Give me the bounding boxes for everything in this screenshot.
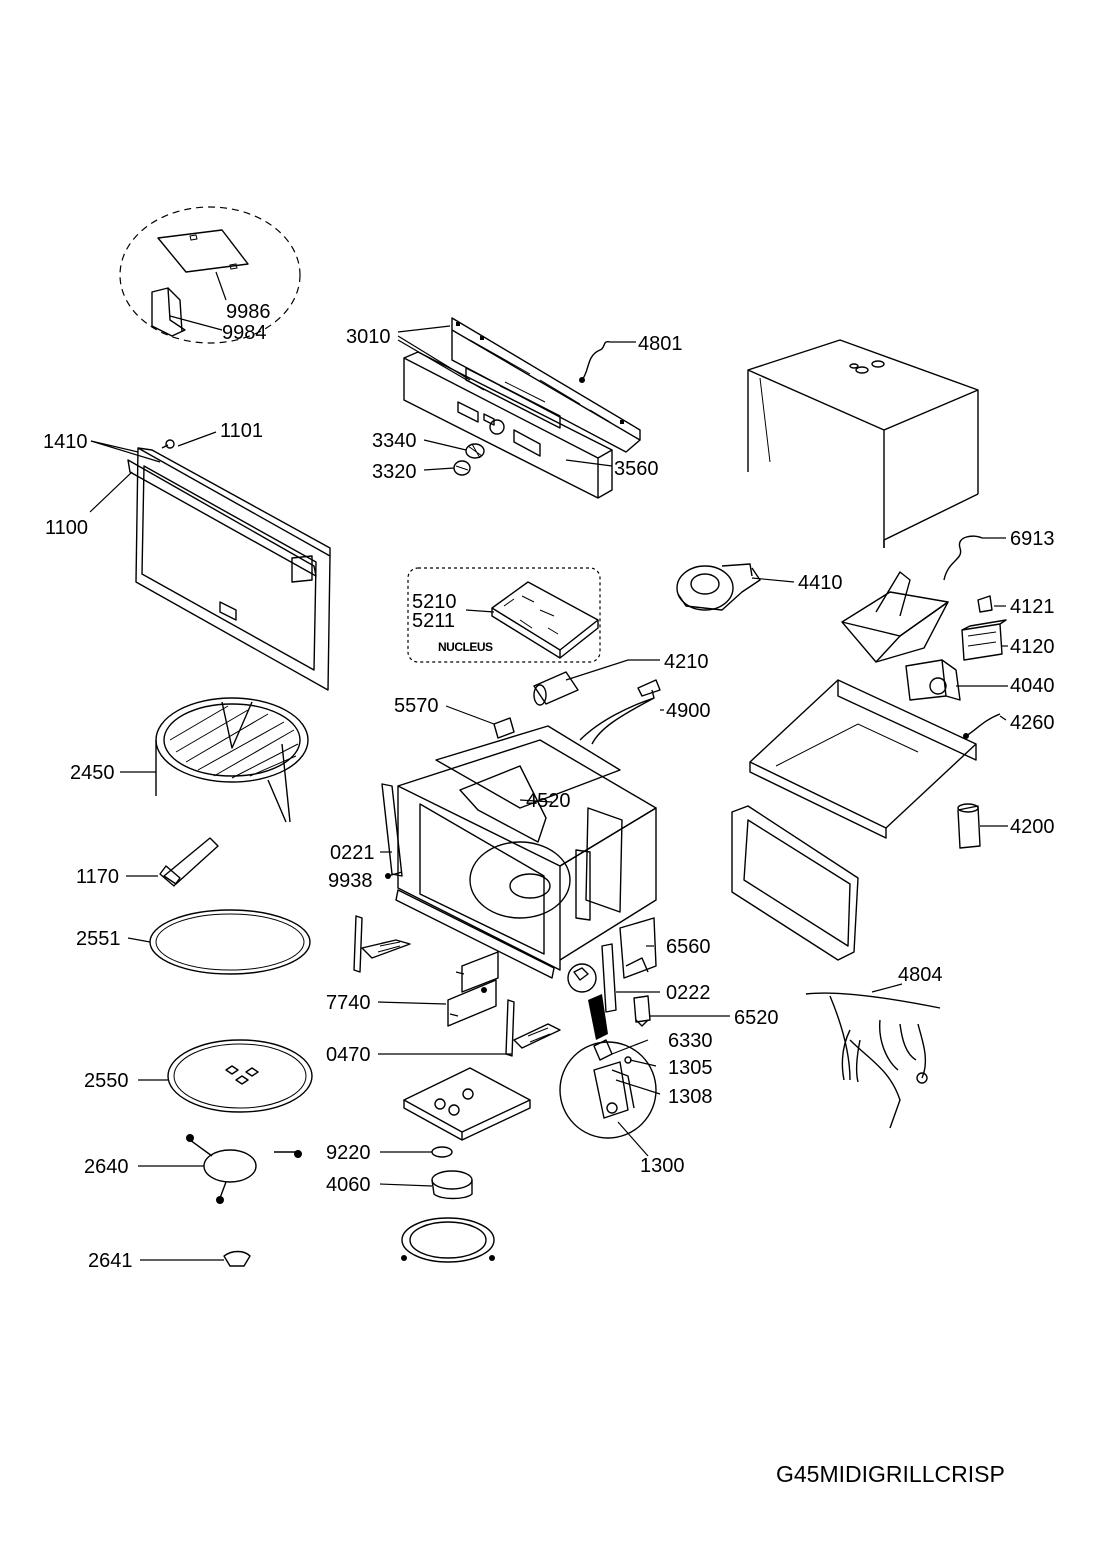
cable-4260 [963, 713, 1007, 739]
label-4121: 4121 [1010, 596, 1055, 618]
label-4060: 4060 [326, 1174, 371, 1196]
outer-casing [747, 339, 979, 548]
label-3560: 3560 [614, 458, 659, 480]
capacitor-4210 [533, 659, 660, 706]
label-2641: 2641 [88, 1250, 133, 1272]
label-4520: 4520 [526, 790, 571, 812]
nucleus-board [407, 567, 601, 663]
label-3340: 3340 [372, 430, 417, 452]
label-6330: 6330 [668, 1030, 713, 1052]
power-cord-4900 [579, 679, 664, 745]
part-4200 [957, 803, 1008, 849]
oven-cavity [397, 725, 657, 971]
label-5570: 5570 [394, 695, 439, 717]
wiring-harness-4804 [805, 983, 941, 1129]
board-label-nucleus: NUCLEUS [438, 640, 493, 654]
transformer-4120 [961, 619, 1008, 661]
label-4210: 4210 [664, 651, 709, 673]
label-9938: 9938 [328, 870, 373, 892]
label-0222: 0222 [666, 982, 711, 1004]
label-1308: 1308 [668, 1086, 713, 1108]
label-4040: 4040 [1010, 675, 1055, 697]
oven-tub [731, 805, 859, 961]
label-4801: 4801 [638, 333, 683, 355]
label-3010: 3010 [346, 326, 391, 348]
label-6560: 6560 [666, 936, 711, 958]
bracket-7740 [377, 951, 499, 1027]
label-3320: 3320 [372, 461, 417, 483]
detail-circle-switch [559, 1039, 661, 1157]
ring-2551 [127, 909, 311, 975]
label-2550: 2550 [84, 1070, 129, 1092]
motor-4060 [379, 1170, 473, 1200]
grill-rack-2450 [120, 697, 309, 823]
screw-9938 [385, 871, 403, 879]
roller-ring-2640 [138, 1134, 302, 1204]
hinge-right [505, 999, 561, 1057]
label-4120: 4120 [1010, 636, 1055, 658]
label-4410: 4410 [798, 572, 843, 594]
label-4200: 4200 [1010, 816, 1055, 838]
door-assembly [89, 431, 331, 691]
fan-motor-4410 [676, 563, 795, 611]
cable-4801 [579, 340, 636, 383]
label-2640: 2640 [84, 1156, 129, 1178]
hinge-left [353, 915, 411, 973]
cable-6913 [943, 535, 1006, 581]
turntable-tray-2550 [138, 1039, 313, 1113]
label-1101: 1101 [220, 420, 263, 442]
magnetron-4040 [905, 659, 1008, 701]
part-4121 [977, 595, 1006, 613]
model-name: G45MIDIGRILLCRISP [776, 1461, 1005, 1487]
label-4260: 4260 [1010, 712, 1055, 734]
base-mount-plate [403, 1067, 531, 1141]
strip-0221 [380, 783, 403, 877]
label-1410: 1410 [43, 431, 88, 453]
label-4900: 4900 [666, 700, 711, 722]
label-2551: 2551 [76, 928, 121, 950]
base-plate [749, 679, 977, 839]
label-2450: 2450 [70, 762, 115, 784]
label-9220: 9220 [326, 1142, 371, 1164]
part-9220 [380, 1146, 453, 1158]
label-6520: 6520 [734, 1007, 779, 1029]
switch-group [567, 917, 730, 1040]
label-0221: 0221 [330, 842, 375, 864]
support-ring [401, 1217, 495, 1263]
detail-circle-cover [119, 206, 301, 344]
coupler-2641 [140, 1250, 251, 1267]
label-9984: 9984 [222, 322, 267, 344]
label-6913: 6913 [1010, 528, 1055, 550]
label-1305: 1305 [668, 1057, 713, 1079]
label-5211: 5211 [412, 610, 455, 632]
front-strip [395, 889, 555, 979]
control-panel-assembly [397, 317, 641, 499]
label-4804: 4804 [898, 964, 943, 986]
label-9986: 9986 [226, 301, 271, 323]
label-1300: 1300 [640, 1155, 685, 1177]
part-5570 [445, 705, 515, 739]
label-1100: 1100 [45, 517, 88, 539]
handle-1170 [126, 837, 219, 887]
air-duct [841, 571, 949, 663]
label-1170: 1170 [76, 866, 119, 888]
label-5210: 5210 [412, 591, 457, 613]
label-7740: 7740 [326, 992, 371, 1014]
label-0470: 0470 [326, 1044, 371, 1066]
